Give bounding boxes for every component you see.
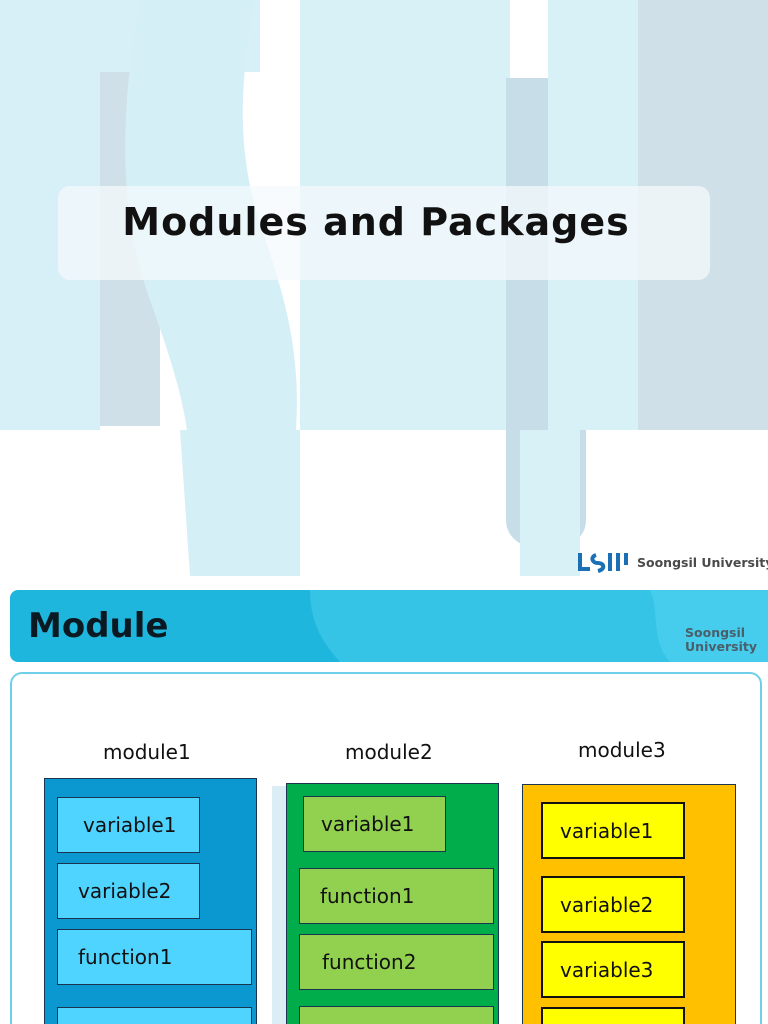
- module-item: variable1: [541, 802, 685, 859]
- title-slide: Modules and Packages Soongsil University: [0, 0, 768, 576]
- module-item: [541, 1007, 685, 1024]
- slide-title: Modules and Packages: [122, 200, 630, 244]
- module-item: [57, 1007, 252, 1024]
- module-item: variable2: [541, 876, 685, 933]
- module-box-1: variable1 variable2 function1: [44, 778, 257, 1024]
- module-label: module3: [578, 738, 666, 762]
- module-item: variable1: [303, 796, 446, 852]
- module-box-3: variable1 variable2 variable3: [522, 784, 736, 1024]
- module-item: variable2: [57, 863, 200, 919]
- module-item: function2: [299, 934, 494, 990]
- brand-line-1: Soongsil: [685, 625, 746, 640]
- slide-heading: Module: [28, 606, 169, 646]
- footer-logo: Soongsil University: [578, 551, 768, 573]
- module-label: module1: [103, 740, 191, 764]
- footer-brand-text: Soongsil University: [637, 554, 768, 570]
- university-logo-icon: [578, 553, 628, 573]
- module-item: variable1: [57, 797, 200, 853]
- brand-line-2: University: [685, 639, 757, 654]
- header-bar: Module Soongsil University: [10, 590, 768, 662]
- module-box-2: variable1 function1 function2: [286, 783, 499, 1024]
- module-item: [299, 1006, 494, 1024]
- title-band: [58, 186, 710, 280]
- header-wave-graphic: [310, 590, 768, 662]
- header-brand: Soongsil University: [685, 626, 757, 654]
- module-item: function1: [57, 929, 252, 985]
- module-slide: Module Soongsil University module1 modul…: [0, 576, 768, 1024]
- module-item: function1: [299, 868, 494, 924]
- ssu-watermark-graphic: [0, 0, 768, 576]
- module-label: module2: [345, 740, 433, 764]
- module-item: variable3: [541, 941, 685, 998]
